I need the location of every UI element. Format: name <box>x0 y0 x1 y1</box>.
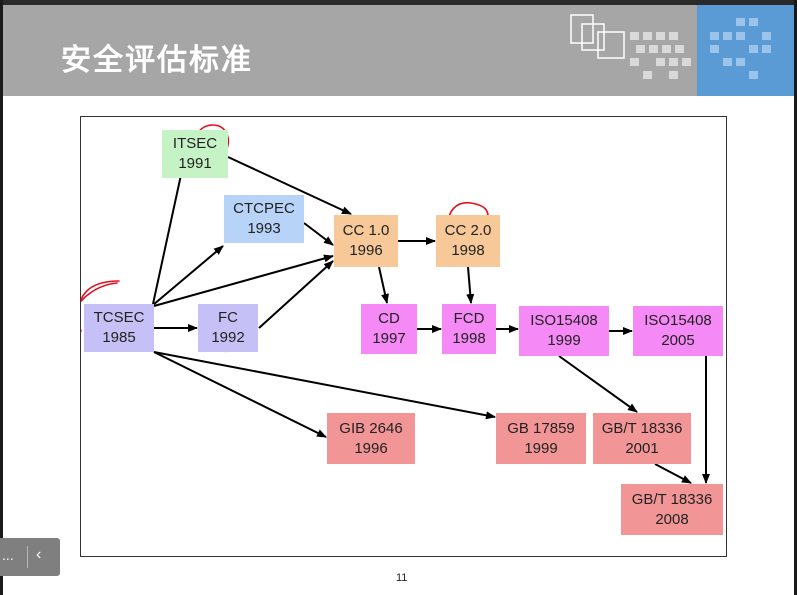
node-year: 1985 <box>102 329 136 346</box>
arrow-ctcpec-cc10 <box>303 222 334 246</box>
slide-title: 安全评估标准 <box>61 44 253 77</box>
node-year: 1999 <box>547 332 581 349</box>
node-year: 2001 <box>625 439 659 457</box>
node-label: FC <box>218 309 238 326</box>
node-label: ISO15408 <box>644 312 712 329</box>
node-ctcpec: CTCPEC 1993 <box>224 195 304 243</box>
chevron-left-icon[interactable]: ‹ <box>36 546 42 563</box>
node-itsec: ITSEC 1991 <box>162 130 228 178</box>
nav-divider <box>27 546 28 568</box>
annotation-circle-tcsec <box>81 280 120 332</box>
arrow-cc10-cd <box>378 266 389 304</box>
node-label: CC 1.0 <box>342 222 390 239</box>
arrow-tcsec-ctcpec <box>152 245 224 306</box>
arrow-iso1999-gbt2001 <box>558 355 638 413</box>
node-label: CC 2.0 <box>444 222 492 239</box>
window-left-border <box>0 0 3 595</box>
node-tcsec: TCSEC 1985 <box>84 304 154 352</box>
arrow-itsec-cc10 <box>227 156 352 215</box>
node-year: 1993 <box>247 220 281 237</box>
node-iso2005: ISO15408 2005 <box>633 306 723 356</box>
node-label: ISO15408 <box>530 312 598 329</box>
node-label: GIB 2646 <box>339 419 403 437</box>
node-iso1999: ISO15408 1999 <box>519 306 609 356</box>
node-label: TCSEC <box>93 309 145 326</box>
node-label: GB/T 18336 <box>631 490 713 508</box>
arrow-tcsec-gb17859 <box>153 351 496 420</box>
arrow-fc-cc10 <box>258 260 334 329</box>
node-gb17859: GB 17859 1999 <box>496 413 586 464</box>
node-label: CD <box>378 310 400 327</box>
decorative-squares <box>570 14 771 79</box>
node-cc20: CC 2.0 1998 <box>436 215 500 267</box>
node-label: CTCPEC <box>233 200 295 217</box>
node-year: 1999 <box>524 439 558 457</box>
node-year: 2005 <box>661 332 695 349</box>
node-fc: FC 1992 <box>198 304 258 352</box>
node-year: 1996 <box>354 439 388 457</box>
node-year: 1996 <box>349 242 383 259</box>
node-gib: GIB 2646 1996 <box>327 413 415 464</box>
node-gbt2001: GB/T 18336 2001 <box>593 413 691 464</box>
node-year: 1998 <box>451 242 485 259</box>
node-label: GB/T 18336 <box>601 419 683 437</box>
arrow-cc20-fcd <box>466 266 475 304</box>
node-fcd: FCD 1998 <box>442 304 496 354</box>
node-label: ITSEC <box>172 135 218 152</box>
arrow-tcsec-cc10 <box>153 254 334 307</box>
arrow-gbt2001-gbt2008 <box>654 463 692 484</box>
node-year: 1997 <box>372 330 406 347</box>
node-cc10: CC 1.0 1996 <box>334 215 398 267</box>
arrow-tcsec-gib <box>153 351 327 438</box>
node-gbt2008: GB/T 18336 2008 <box>621 484 723 535</box>
arrow-tcsec-itsec <box>152 160 187 305</box>
page-number: 11 <box>396 572 408 584</box>
slide-nav-widget: ... ‹ <box>0 538 60 576</box>
node-year: 1992 <box>211 329 245 346</box>
window-right-border <box>794 0 797 595</box>
window-top-border <box>0 0 797 5</box>
node-year: 1998 <box>452 330 486 347</box>
node-label: FCD <box>453 310 485 327</box>
node-year: 1991 <box>178 155 212 172</box>
diagram-canvas <box>81 124 710 484</box>
more-options-button[interactable]: ... <box>2 547 14 563</box>
node-year: 2008 <box>655 510 689 528</box>
node-label: GB 17859 <box>507 419 575 437</box>
node-cd: CD 1997 <box>361 304 417 354</box>
